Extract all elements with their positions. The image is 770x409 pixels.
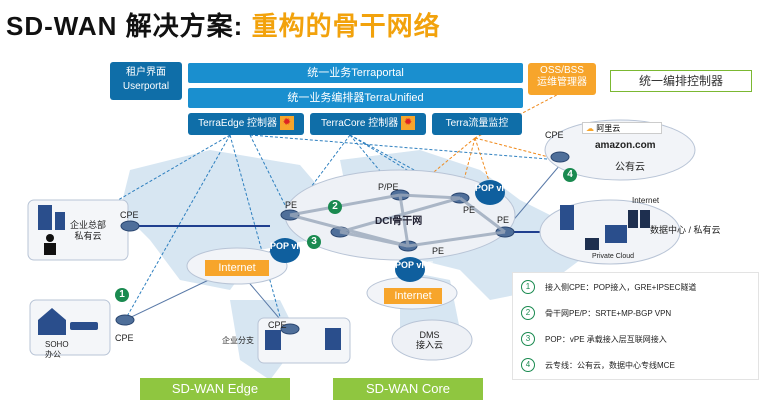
legend-num-1: 1 — [521, 280, 535, 294]
pop-vpe-2: POP vPE — [475, 180, 513, 205]
aliyun-logo: ☁ 阿里云 — [582, 122, 662, 134]
cpe-hq-label: CPE — [120, 210, 139, 220]
terra-monitor[interactable]: Terra流量监控 — [432, 113, 522, 135]
pe-a-label: PE — [285, 200, 298, 210]
legend-row-1: 1 接入侧CPE：POP接入，GRE+IPSEC隧道 — [513, 277, 753, 297]
dms-label: DMS 接入云 — [416, 330, 444, 350]
terra-unified-bar[interactable]: 统一业务编排器TerraUnified — [188, 88, 523, 108]
dc-private-label: 数据中心 / 私有云 — [650, 225, 721, 235]
cpe-branch-label: CPE — [268, 320, 287, 330]
cpe-cloud-label: CPE — [545, 130, 564, 140]
legend-num-2: 2 — [521, 306, 535, 320]
dci-label: DCI骨干网 — [375, 216, 423, 227]
pop-vpe-3: POP vPE — [395, 257, 433, 282]
marker-3: 3 — [307, 235, 321, 249]
marker-2: 2 — [328, 200, 342, 214]
sdwan-core-tag: SD-WAN Core — [333, 378, 483, 400]
pe-d-label: PE — [432, 246, 445, 256]
amazon-logo: amazon.com — [595, 140, 656, 151]
legend-text-2: 骨干网PE/P：SRTE+MP-BGP VPN — [545, 308, 672, 318]
pe-c-label: PE — [497, 215, 510, 225]
aliyun-label: 阿里云 — [596, 124, 621, 133]
legend-row-3: 3 POP：vPE 承载接入层互联网接入 — [513, 329, 753, 349]
internet-a-box: Internet — [205, 260, 269, 276]
building-icons — [38, 205, 627, 350]
sun-icon: ✹ — [401, 116, 416, 131]
terra-core-controller[interactable]: TerraCore 控制器 ✹ — [310, 113, 426, 135]
oss-bss-box[interactable]: OSS/BSS 运维管理器 — [528, 63, 596, 95]
enterprise-dc-label: 企业总部 私有云 — [70, 220, 107, 241]
terra-edge-controller[interactable]: TerraEdge 控制器 ✹ — [188, 113, 304, 135]
pop-vpe-2-label: POP vPE — [475, 183, 514, 193]
legend-num-3: 3 — [521, 332, 535, 346]
legend-panel: 1 接入侧CPE：POP接入，GRE+IPSEC隧道 2 骨干网PE/P：SRT… — [512, 272, 759, 380]
sun-icon: ✹ — [279, 116, 294, 131]
cloud-icon: ☁ — [586, 124, 594, 133]
public-cloud-label: 公有云 — [615, 162, 645, 173]
user-portal-box[interactable]: 租户界面 Userportal — [110, 62, 182, 100]
person-icon — [44, 234, 56, 255]
title-main: SD-WAN 解决方案: — [6, 11, 244, 41]
pe-b-label: PE — [463, 205, 476, 215]
page-title: SD-WAN 解决方案: 重构的骨干网络 — [6, 6, 441, 43]
legend-text-4: 云专线：公有云，数据中心专线MCE — [545, 360, 675, 370]
soho-label: SOHO 办公 — [45, 340, 69, 359]
legend-row-2: 2 骨干网PE/P：SRTE+MP-BGP VPN — [513, 303, 753, 323]
branch-label: 企业分支 — [222, 336, 254, 345]
legend-num-4: 4 — [521, 358, 535, 372]
pop-vpe-1-label: POP vPE — [270, 241, 309, 251]
title-accent: 重构的骨干网络 — [251, 11, 441, 41]
legend-row-4: 4 云专线：公有云，数据中心专线MCE — [513, 355, 753, 375]
pop-vpe-3-label: POP vPE — [395, 260, 434, 270]
cpe-soho-label: CPE — [115, 333, 134, 343]
sdwan-edge-tag: SD-WAN Edge — [140, 378, 290, 400]
private-cloud-label: Private Cloud — [592, 253, 635, 260]
terra-core-label: TerraCore 控制器 — [320, 118, 399, 129]
internet-dc-label: Internet — [632, 196, 660, 205]
core-mesh — [289, 193, 506, 248]
ppe-label: P/PE — [378, 182, 399, 192]
terra-edge-label: TerraEdge 控制器 — [198, 118, 278, 129]
marker-4: 4 — [563, 168, 577, 182]
legend-text-3: POP：vPE 承载接入层互联网接入 — [545, 334, 667, 344]
public-cloud-shape — [544, 119, 696, 181]
orchestrator-tag: 统一编排控制器 — [610, 70, 752, 92]
internet-b-box: Internet — [384, 288, 442, 304]
dms-cloud-shape — [391, 319, 473, 361]
marker-1: 1 — [115, 288, 129, 302]
pop-vpe-1: POP vPE — [270, 238, 308, 263]
terra-portal-bar[interactable]: 统一业务Terraportal — [188, 63, 523, 83]
legend-text-1: 接入侧CPE：POP接入，GRE+IPSEC隧道 — [545, 282, 697, 292]
server-icons — [585, 210, 650, 250]
router-icons — [115, 151, 570, 335]
